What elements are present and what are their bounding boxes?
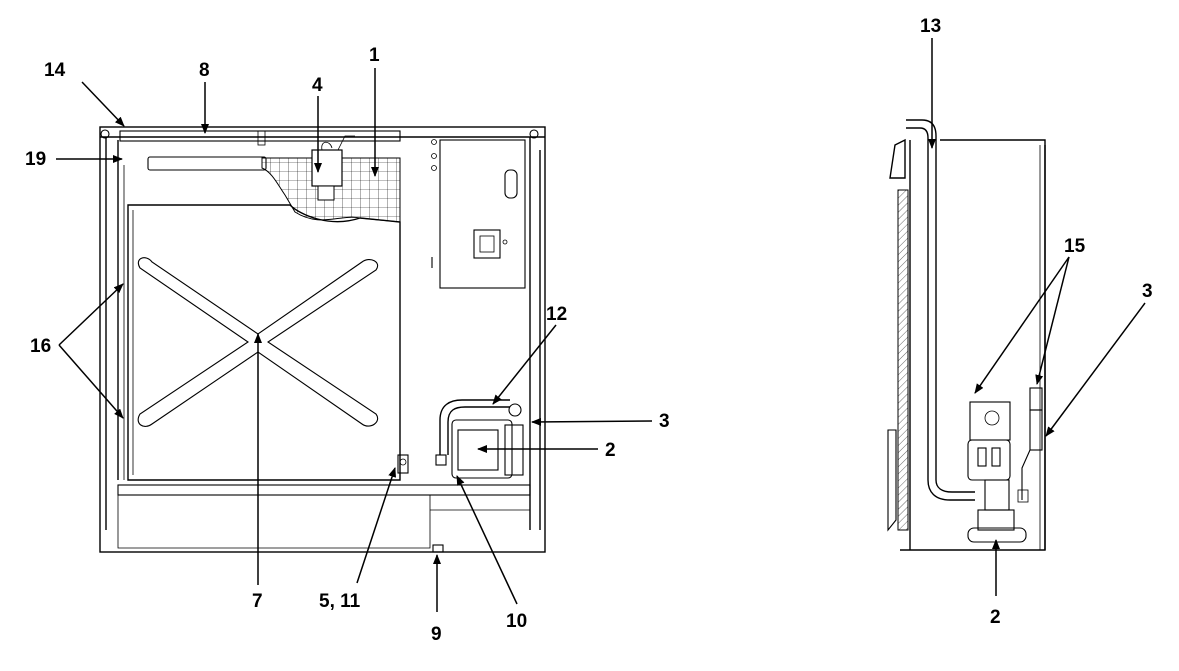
- callout-label-5-11: 5, 11: [319, 591, 361, 612]
- callout-label-1: 1: [369, 45, 380, 66]
- callout-label-7: 7: [252, 591, 263, 612]
- callout-label-2-side: 2: [990, 607, 1001, 628]
- callout-label-4: 4: [312, 75, 323, 96]
- callout-label-2-front: 2: [605, 440, 616, 461]
- callout-arrows: [56, 38, 1146, 612]
- callout-label-3-side: 3: [1142, 281, 1153, 302]
- callout-label-15: 15: [1064, 236, 1086, 257]
- callout-label-3-front: 3: [659, 411, 670, 432]
- callout-label-14: 14: [44, 60, 66, 81]
- callout-label-16: 16: [30, 336, 51, 357]
- callout-label-10: 10: [506, 611, 527, 632]
- callout-labels: 14 8 4 1 19 16 12 3 2 7 5, 11 9 10 13 15…: [25, 16, 1153, 645]
- side-view-drawing: [887, 119, 1046, 551]
- callout-label-8: 8: [199, 60, 210, 81]
- callout-label-19: 19: [25, 149, 46, 170]
- callout-label-9: 9: [431, 624, 442, 645]
- callout-label-13: 13: [920, 16, 941, 37]
- front-view-drawing: [99, 126, 546, 553]
- callout-label-12: 12: [546, 304, 567, 325]
